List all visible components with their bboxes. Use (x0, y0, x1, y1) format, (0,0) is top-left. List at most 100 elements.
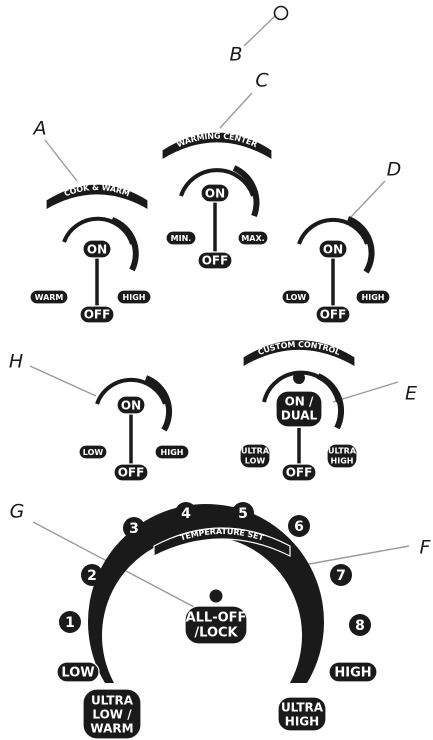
setting-3-badge (123, 517, 145, 539)
leader-c (219, 92, 253, 129)
warming-center-on: ON (205, 187, 225, 201)
cook-warm-title-banner (45, 183, 149, 212)
knob-d-off-pill (315, 305, 351, 324)
setting-7-badge (330, 564, 352, 586)
leader-h (29, 365, 97, 397)
custom-control-indicator-light (293, 372, 305, 384)
setting-2-label: 2 (87, 568, 97, 584)
ultra-low-warm-label-2: LOW / (92, 708, 132, 722)
all-off-lock-label-1: ALL-OFF (186, 611, 247, 626)
temperature-set-title-banner (153, 527, 291, 557)
setting-5-label: 5 (238, 506, 248, 522)
custom-control-off-pill (281, 463, 317, 482)
all-off-lock-button[interactable] (184, 605, 248, 645)
callout-letters: A B C D E F G H (9, 44, 432, 559)
warming-center-arc-thick (232, 165, 260, 218)
warming-center-title-banner (161, 131, 273, 162)
cook-warm-on: ON (87, 243, 107, 257)
setting-1-badge (59, 611, 81, 633)
low-label: LOW (61, 666, 94, 681)
knob-d-arc-thick (346, 216, 375, 274)
ultra-low-warm-pill (82, 688, 142, 740)
knob-d-off: OFF (320, 308, 347, 322)
cook-warm-left-label: WARM (35, 293, 64, 302)
warming-center-off-pill (197, 251, 233, 270)
cook-warm-off-pill (79, 305, 115, 324)
custom-control-left-1: ULTRA (241, 447, 270, 456)
ultra-high-pill (277, 696, 327, 732)
setting-3-label: 3 (129, 521, 139, 537)
knob-h-off: OFF (118, 466, 145, 480)
setting-5-badge (232, 502, 254, 524)
custom-control-knob[interactable]: CUSTOM CONTROL ON / DUAL OFF ULTRA LOW U… (239, 338, 358, 482)
custom-control-title-banner (242, 338, 356, 369)
knob-d-arc (297, 217, 369, 245)
all-off-lock-indicator-light (209, 589, 223, 603)
warming-center-on-pill (200, 183, 230, 203)
callout-f: F (420, 537, 432, 559)
leader-b (243, 15, 276, 47)
warming-center-left-pill (165, 230, 197, 246)
custom-control-on-dual-pill (275, 390, 323, 428)
setting-4-badge (175, 502, 197, 524)
leader-d (349, 180, 386, 219)
custom-control-right-2: HIGH (331, 457, 354, 466)
custom-control-dual: DUAL (281, 409, 318, 423)
knob-h-right-label: HIGH (161, 448, 184, 457)
knob-d-on-pill (318, 239, 348, 259)
knob-h-off-pill (113, 463, 149, 482)
callout-e: E (405, 383, 417, 405)
high-pill (328, 661, 378, 683)
cook-warm-left-pill (29, 289, 69, 305)
cook-warm-on-pill (82, 239, 112, 259)
knob-d[interactable]: ON OFF LOW HIGH (281, 216, 391, 324)
custom-control-right-1: ULTRA (328, 447, 357, 456)
all-off-lock-label-2: /LOCK (194, 626, 238, 641)
low-pill (56, 661, 100, 683)
setting-8-badge (349, 614, 371, 636)
knob-d-right-pill (355, 289, 391, 305)
callout-g: G (10, 501, 25, 523)
custom-control-left-pill (239, 443, 271, 469)
knob-d-left-pill (281, 289, 311, 305)
knob-d-right-label: HIGH (362, 293, 385, 302)
custom-control-arc-thick (316, 373, 345, 430)
knob-h-arc-thick (144, 375, 173, 432)
custom-control-right-pill (326, 443, 358, 469)
ultra-low-warm-label-1: ULTRA (91, 694, 134, 708)
leader-e (332, 381, 399, 403)
callout-b: B (229, 44, 242, 66)
warming-center-right-label: MAX. (241, 234, 264, 243)
cook-warm-right-pill (116, 289, 152, 305)
warming-center-arc (179, 168, 255, 197)
knob-d-left-label: LOW (286, 293, 307, 302)
ultra-low-warm-label-3: WARM (90, 722, 133, 736)
leader-f (297, 545, 410, 567)
cook-warm-right-label: HIGH (123, 293, 146, 302)
cook-warm-knob[interactable]: COOK & WARM ON OFF WARM HIGH (29, 182, 152, 324)
indicator-b-ring (273, 5, 289, 21)
callout-h: H (9, 351, 23, 373)
warming-center-off: OFF (202, 254, 229, 268)
knob-d-on: ON (323, 243, 343, 257)
temperature-set-arc (88, 503, 325, 683)
knob-h-right-pill (154, 444, 190, 460)
callout-a: A (32, 118, 47, 140)
leader-a (44, 139, 78, 182)
setting-1-label: 1 (65, 615, 75, 631)
ultra-high-label-1: ULTRA (281, 701, 324, 715)
custom-control-on: ON / (285, 395, 314, 409)
knob-h-on: ON (121, 399, 141, 413)
knob-h-left-pill (78, 444, 108, 460)
setting-2-badge (81, 564, 103, 586)
setting-6-label: 6 (294, 519, 304, 535)
temperature-set-dial[interactable]: TEMPERATURE SET ALL-OFF /LOCK 1 2 3 4 5 … (56, 502, 378, 740)
cook-warm-arc-thick (110, 217, 139, 272)
ultra-high-label-2: HIGH (285, 715, 319, 729)
callout-d: D (387, 159, 402, 181)
knob-h[interactable]: ON OFF LOW HIGH (78, 375, 190, 482)
warming-center-left-label: MIN. (171, 234, 192, 243)
high-label: HIGH (334, 666, 371, 681)
warming-center-knob[interactable]: WARMING CENTER ON OFF MIN. MAX. (161, 131, 273, 270)
